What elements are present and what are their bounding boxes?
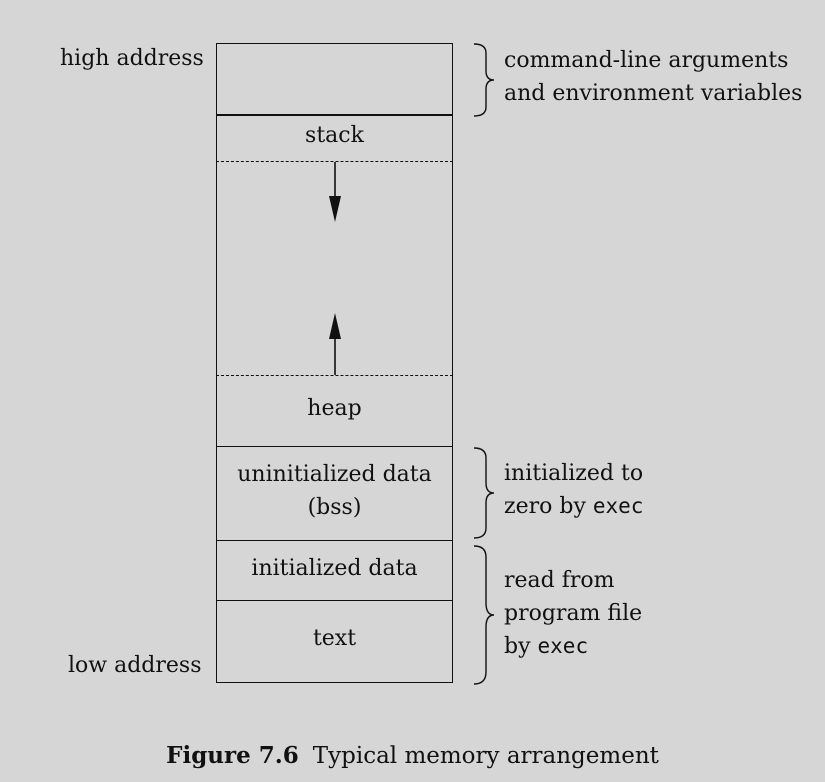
figure-number: Figure 7.6 [166,742,299,769]
heap-bss-divider [216,446,453,447]
args-stack-divider [216,114,453,116]
text-segment-label: text [312,626,357,651]
heap-segment-label: heap [307,396,362,421]
memory-layout-box [216,43,453,683]
stack-growth-arrow [329,162,341,222]
stack-segment-label: stack [305,123,364,148]
zero-annotation-exec-code: exec [592,494,644,518]
zero-annotation-line2: zero by exec [504,490,643,523]
args-annotation-line2: and environment variables [504,81,803,106]
bss-segment-label: uninitialized data [237,462,432,487]
bss-segment-sublabel: (bss) [307,495,362,520]
heap-limit-dashed-line [216,375,453,376]
initialized-data-segment-label: initialized data [251,556,418,581]
read-annotation-prefix: by [504,634,538,659]
heap-growth-arrow [329,313,341,375]
high-address-label: high address [60,46,204,71]
figure-caption: Figure 7.6 Typical memory arrangement [0,742,825,769]
data-text-divider [216,600,453,601]
low-address-label: low address [68,653,202,678]
read-annotation-line1: read from [504,568,615,593]
zero-annotation-prefix: zero by [504,494,593,519]
stack-limit-dashed-line [216,161,453,162]
zero-annotation-line1: initialized to [504,461,644,486]
args-brace-icon [473,43,495,117]
read-brace-icon [473,545,495,685]
bss-data-divider [216,540,453,541]
zero-brace-icon [473,447,495,539]
figure-caption-text: Typical memory arrangement [312,743,659,769]
read-annotation-exec-code: exec [537,634,589,658]
read-annotation-line2: program file [504,601,643,626]
args-annotation-line1: command-line arguments [504,48,789,73]
read-annotation-line3: by exec [504,630,588,663]
